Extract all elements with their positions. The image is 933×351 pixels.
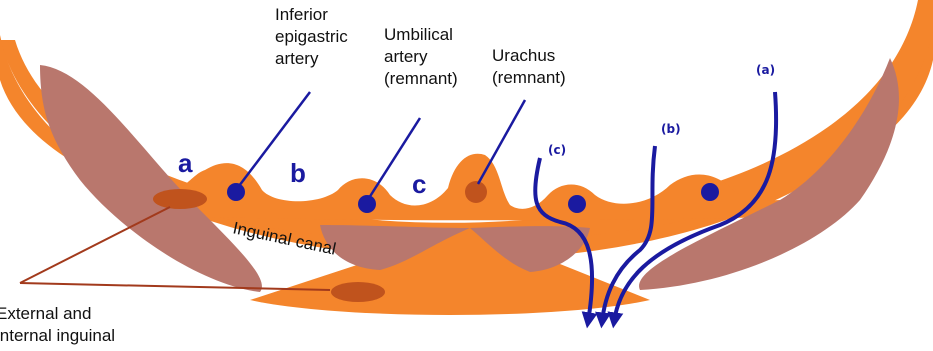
region-label-c: c	[412, 169, 426, 199]
leader-ring-internal	[20, 207, 170, 283]
label-urachus-1: Urachus	[492, 46, 555, 65]
label-urachus-2: (remnant)	[492, 68, 566, 87]
hernia-label-c: (c)	[548, 143, 566, 157]
umbilical-artery	[358, 195, 376, 213]
label-epigastric-3: artery	[275, 49, 319, 68]
vessel-dot-right-1	[568, 195, 586, 213]
region-label-b: b	[290, 158, 306, 188]
label-epigastric-2: epigastric	[275, 27, 348, 46]
urachus	[465, 181, 487, 203]
leader-ring-external	[20, 283, 330, 290]
label-rings-2: internal inguinal	[0, 326, 115, 345]
label-umbilical-2: artery	[384, 47, 428, 66]
label-epigastric-1: Inferior	[275, 5, 328, 24]
label-umbilical-1: Umbilical	[384, 25, 453, 44]
vessel-dot-right-2	[701, 183, 719, 201]
hernia-label-b: (b)	[661, 122, 681, 136]
label-umbilical-3: (remnant)	[384, 69, 458, 88]
inferior-epigastric-artery	[227, 183, 245, 201]
leader-urachus	[478, 100, 525, 184]
external-inguinal-ring	[331, 282, 385, 302]
region-label-a: a	[178, 148, 193, 178]
internal-inguinal-ring	[153, 189, 207, 209]
hernia-label-a: (a)	[756, 63, 775, 77]
label-rings-1: External and	[0, 304, 91, 323]
